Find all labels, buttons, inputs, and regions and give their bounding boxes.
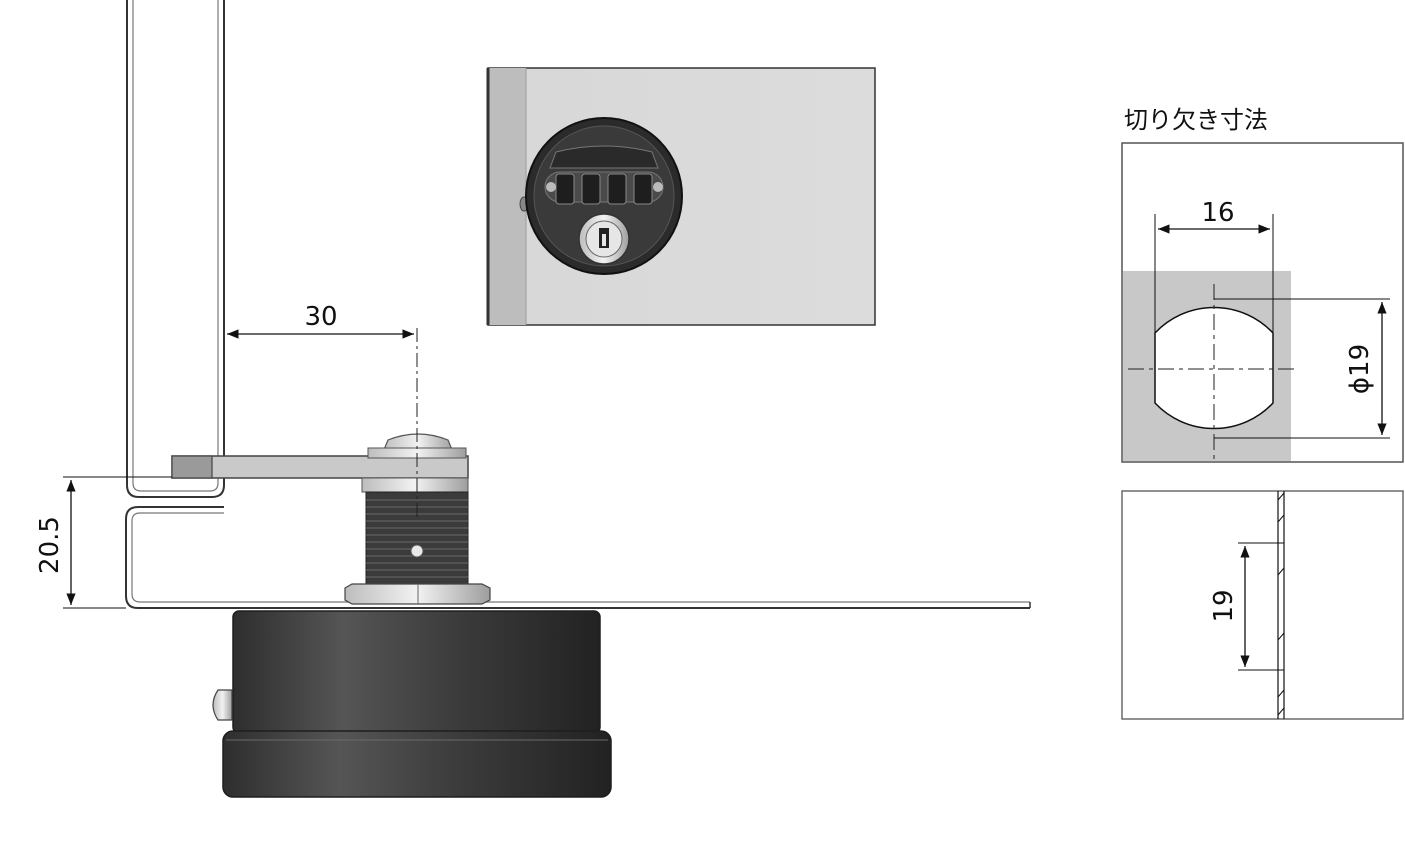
- cutout-title: 切り欠き寸法: [1124, 106, 1268, 134]
- lock-barrel: [361, 477, 469, 585]
- lock-body: [212, 610, 612, 798]
- cabinet-panel-inner: [131, 512, 1030, 603]
- lock-pin: [212, 689, 233, 721]
- main-section-view: 30 20.5: [35, 0, 1031, 798]
- combination-lock-icon: [525, 117, 683, 275]
- cutout-width-label: 16: [1201, 198, 1234, 228]
- cutout-panel: 16 ϕ19: [1121, 142, 1404, 463]
- door-frame-inner: [132, 0, 219, 492]
- offset-dimension: 30: [227, 302, 414, 339]
- cam-arm: [171, 455, 469, 479]
- height-dimension: 20.5: [35, 476, 172, 609]
- height-dimension-label: 20.5: [35, 516, 65, 574]
- cutout-side-view: 19: [1121, 490, 1404, 720]
- offset-dimension-label: 30: [304, 302, 337, 332]
- key-cylinder-icon: [578, 213, 630, 265]
- cutout-side-label: 19: [1209, 589, 1239, 622]
- hex-nut: [344, 583, 491, 605]
- front-view: [486, 67, 876, 326]
- cutout-diameter-label: ϕ19: [1345, 344, 1375, 394]
- door-frame-profile: [126, 0, 225, 498]
- cabinet-panel: [125, 506, 1030, 609]
